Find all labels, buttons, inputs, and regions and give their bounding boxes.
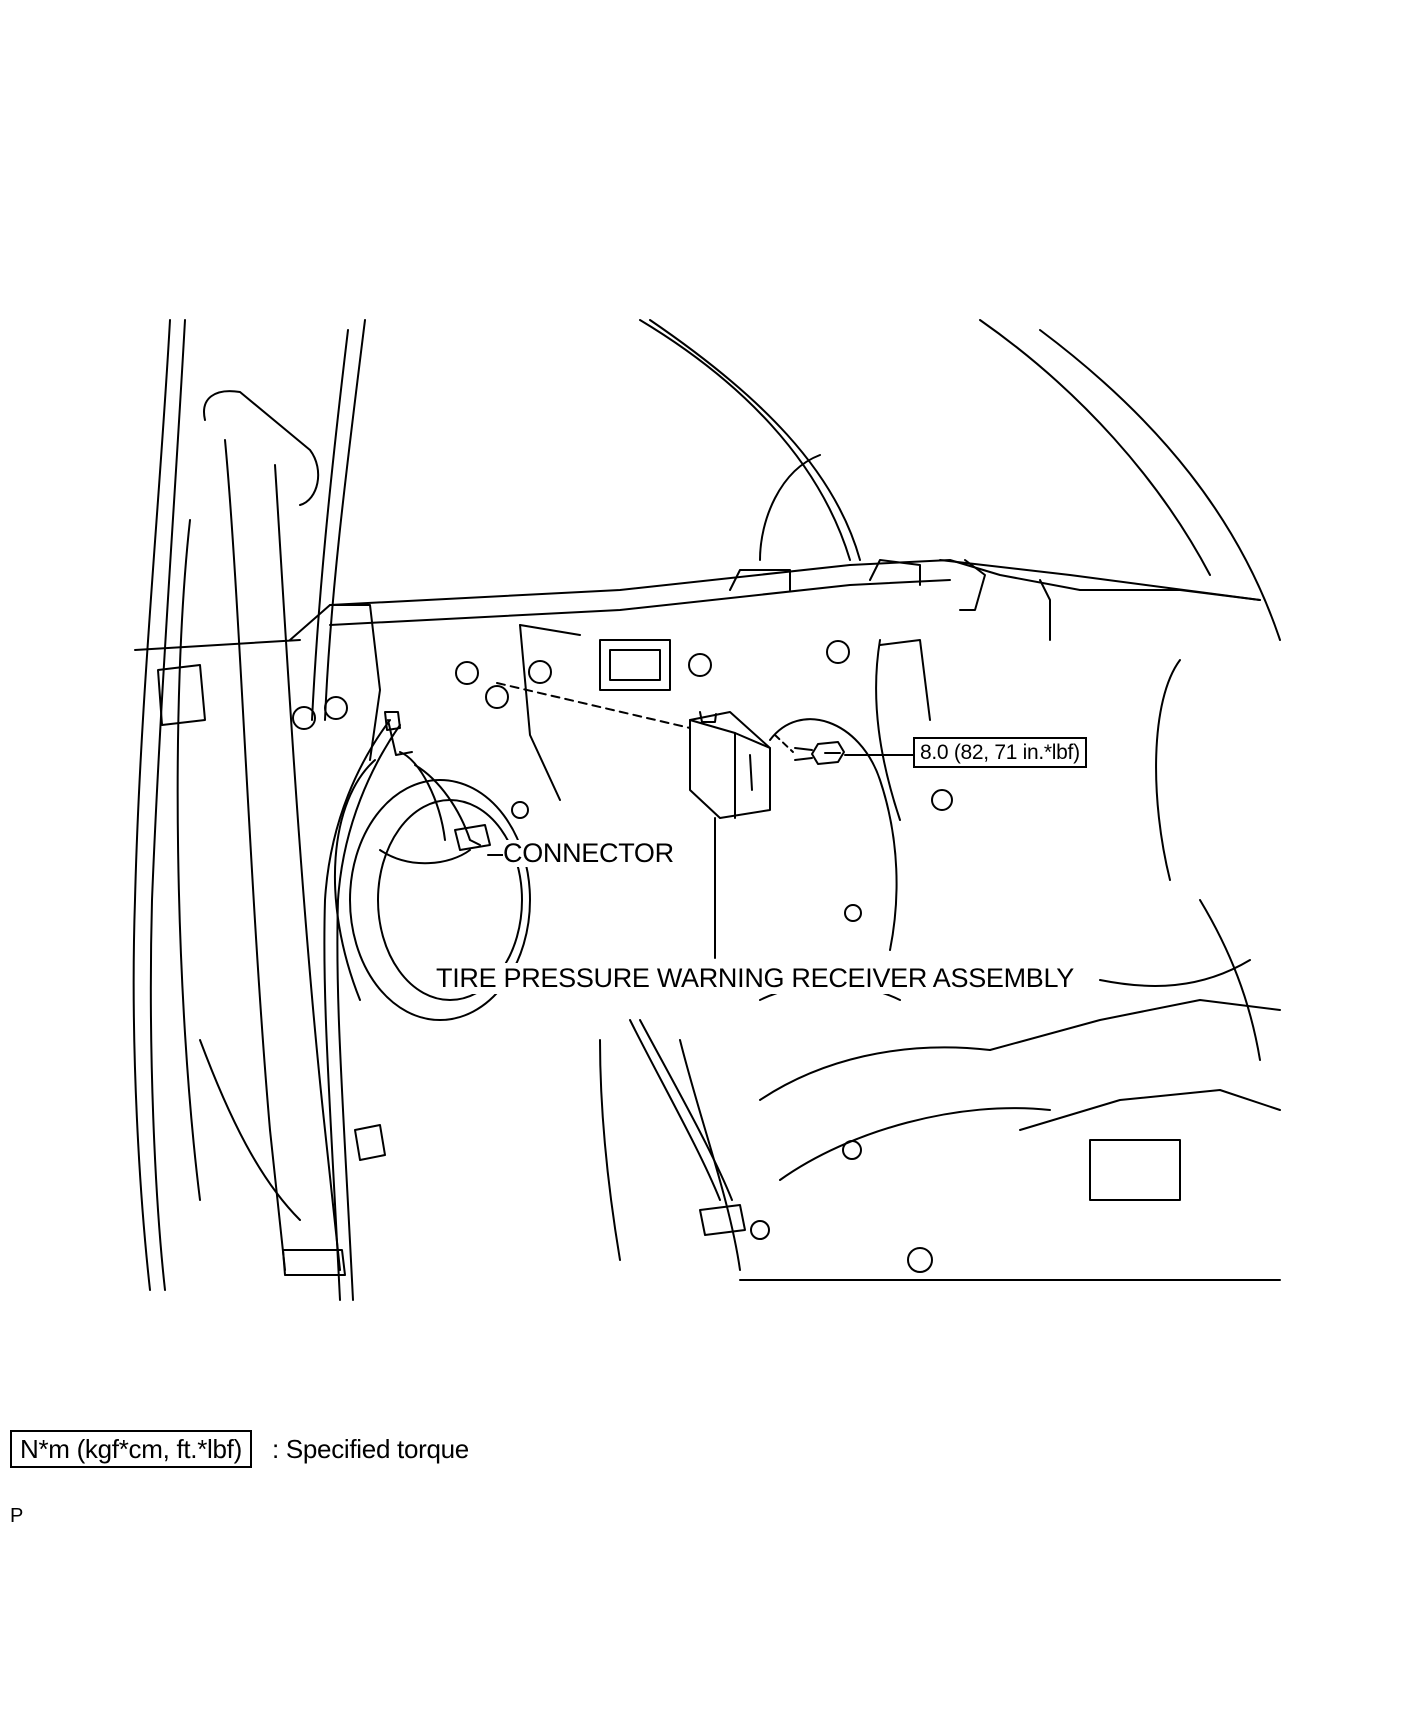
quarter-panel xyxy=(289,319,1281,881)
leader-lines xyxy=(487,682,914,959)
receiver-assembly-label: TIRE PRESSURE WARNING RECEIVER ASSEMBLY xyxy=(430,963,1080,994)
seat-belt-strap xyxy=(176,390,346,1276)
bolt-icon xyxy=(794,741,845,765)
wire-harness xyxy=(323,711,491,1301)
torque-value-label: 8.0 (82, 71 in.*lbf) xyxy=(913,737,1087,768)
legend-torque-unit-box: N*m (kgf*cm, ft.*lbf) xyxy=(10,1430,252,1468)
clip-holes xyxy=(292,640,953,922)
page-code: P xyxy=(10,1505,24,1527)
receiver-assembly xyxy=(689,711,898,951)
lower-trim xyxy=(199,899,1281,1281)
door-frame-outline xyxy=(132,319,366,1291)
connector-label: CONNECTOR xyxy=(503,838,674,868)
legend-description: : Specified torque xyxy=(272,1434,469,1464)
